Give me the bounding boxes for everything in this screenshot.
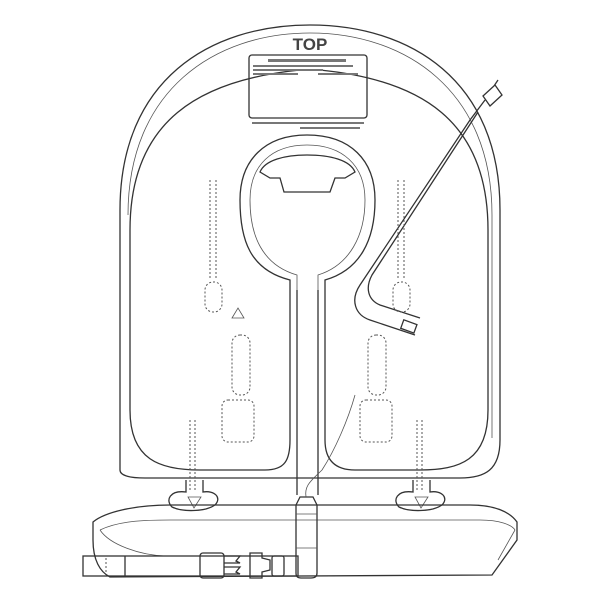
label-text-lines xyxy=(252,59,364,129)
right-pull-toggle[interactable] xyxy=(395,480,446,512)
belt-cylinder-housing xyxy=(295,496,318,579)
neck-cutout xyxy=(259,154,356,193)
left-toggle-arrow-icon xyxy=(187,496,202,509)
vest-inner-outline-left xyxy=(127,32,493,438)
collar-keyhole xyxy=(239,134,376,300)
right-toggle-arrow-icon xyxy=(414,496,429,509)
vest-right-lobe xyxy=(319,69,489,471)
waist-belt-pouch xyxy=(92,504,518,578)
left-eyelet xyxy=(204,281,223,313)
right-cylinder-pouch xyxy=(359,399,393,443)
buckle-male[interactable] xyxy=(199,552,242,579)
left-lanyard xyxy=(189,420,196,490)
right-lanyard xyxy=(416,420,423,490)
vest-outer-outline xyxy=(119,24,501,479)
waist-strap xyxy=(82,555,299,577)
center-stem xyxy=(296,290,319,495)
right-cylinder xyxy=(367,334,387,396)
buckle-female[interactable] xyxy=(249,552,285,579)
oral-inflation-tube xyxy=(354,99,486,336)
right-dashed-strap xyxy=(397,180,405,280)
left-cylinder xyxy=(231,334,251,396)
collar-inner-opening xyxy=(249,144,366,290)
top-marking: TOP xyxy=(293,35,328,54)
instruction-label-panel xyxy=(248,54,368,119)
left-cylinder-pouch xyxy=(221,399,255,443)
left-pull-toggle[interactable] xyxy=(168,480,219,512)
warning-triangle-icon xyxy=(231,307,245,319)
cylinder-lanyard xyxy=(305,394,356,498)
right-eyelet xyxy=(392,281,411,313)
inflation-valve-cap xyxy=(482,79,503,107)
left-dashed-strap xyxy=(209,180,217,280)
waist-belt-inner xyxy=(99,519,516,561)
tube-clip xyxy=(399,319,418,334)
vest-left-lobe xyxy=(129,69,301,471)
